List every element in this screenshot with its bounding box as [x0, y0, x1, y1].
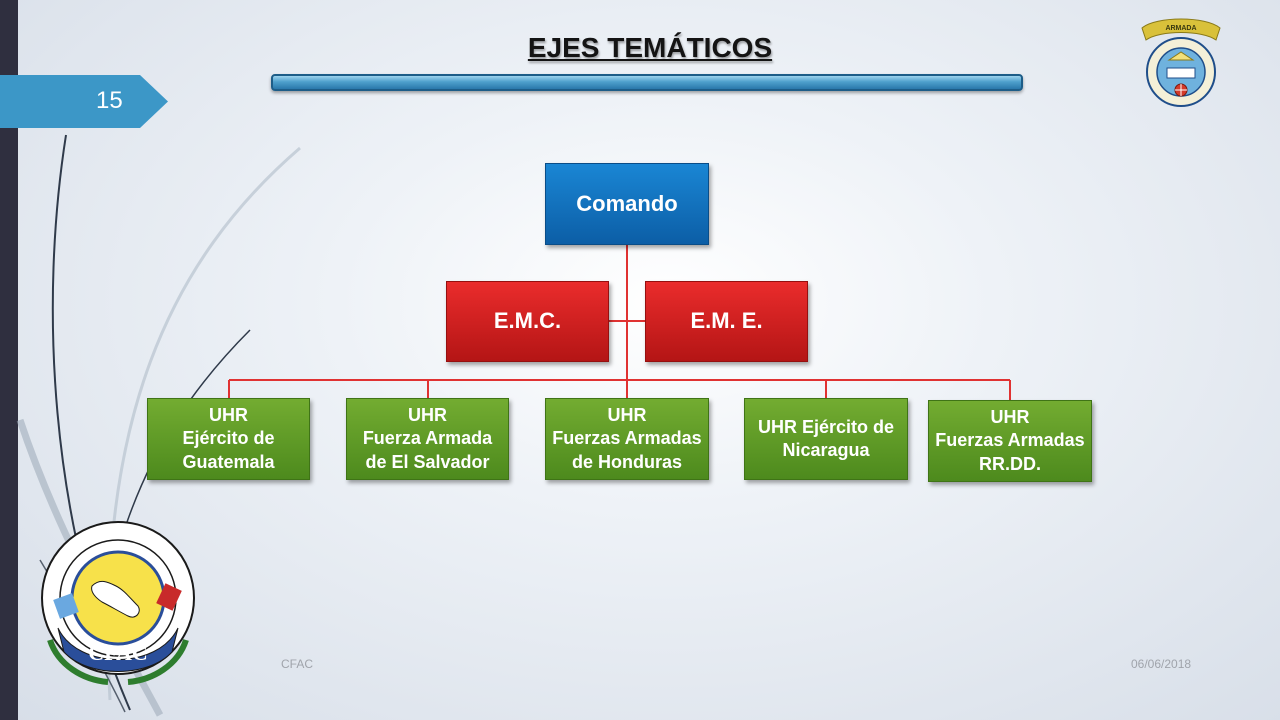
org-node-uhr-guatemala: UHR Ejército de Guatemala [147, 398, 310, 480]
svg-text:ARMADA: ARMADA [1165, 25, 1196, 32]
footer-left-text: CFAC [281, 657, 314, 671]
slide-title: EJES TEMÁTICOS [527, 32, 773, 63]
cfac-emblem-logo: CFAC [41, 521, 195, 685]
org-node-uhr-nicaragua: UHR Ejército de Nicaragua [744, 398, 908, 480]
slide-number: 15 [96, 87, 123, 114]
title-underline-bar [271, 74, 1023, 91]
org-node-uhr-el-salvador: UHR Fuerza Armada de El Salvador [346, 398, 509, 480]
footer-date: 06/06/2018 [1131, 657, 1192, 671]
slide-number-tab [0, 75, 168, 128]
org-node-eme: E.M. E. [645, 281, 808, 362]
org-node-uhr-rrdd: UHR Fuerzas Armadas RR.DD. [928, 400, 1092, 482]
navy-school-emblem-logo: ARMADA [1141, 18, 1221, 107]
left-dark-strip [0, 0, 18, 720]
svg-text:CFAC: CFAC [88, 640, 147, 665]
org-node-emc: E.M.C. [446, 281, 609, 362]
org-node-comando: Comando [545, 163, 709, 245]
org-node-uhr-honduras: UHR Fuerzas Armadas de Honduras [545, 398, 709, 480]
